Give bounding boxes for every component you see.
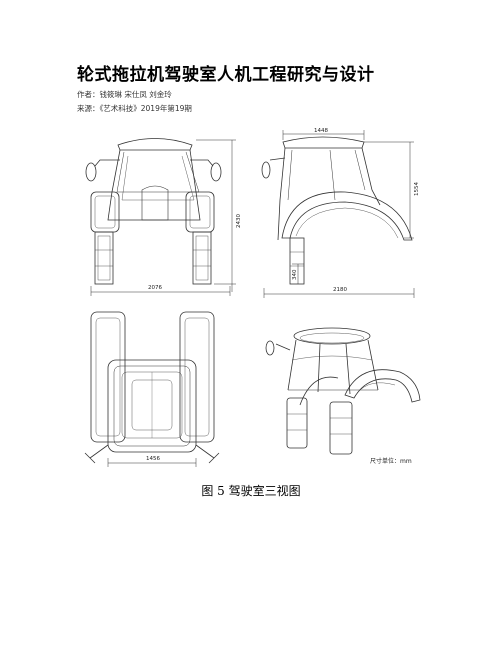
dim-side-height: 1554 [414, 182, 420, 196]
unit-note: 尺寸单位：mm [370, 457, 412, 465]
figure-caption: 图 5 驾驶室三视图 [201, 484, 301, 498]
dim-front-width: 2076 [148, 285, 162, 291]
side-view [261, 130, 415, 298]
source-line: 来源：《艺术科技》2019年第19期 [77, 104, 192, 113]
dim-side-top-width: 1448 [314, 128, 328, 134]
dim-top-width: 1456 [146, 456, 160, 462]
article-title: 轮式拖拉机驾驶室人机工程研究与设计 [77, 65, 375, 85]
author-line: 作者：钱筱琳 宋仕凤 刘金玲 [77, 90, 172, 99]
isometric-view [265, 327, 421, 455]
dim-front-height: 2430 [236, 214, 242, 228]
top-view [84, 311, 220, 467]
cab-three-view-drawing: 2076 2430 1448 1554 340 2180 1456 尺寸单位：m… [84, 128, 421, 467]
dim-side-width: 2180 [333, 287, 347, 293]
dim-side-step: 340 [292, 269, 298, 280]
front-view [85, 138, 236, 296]
